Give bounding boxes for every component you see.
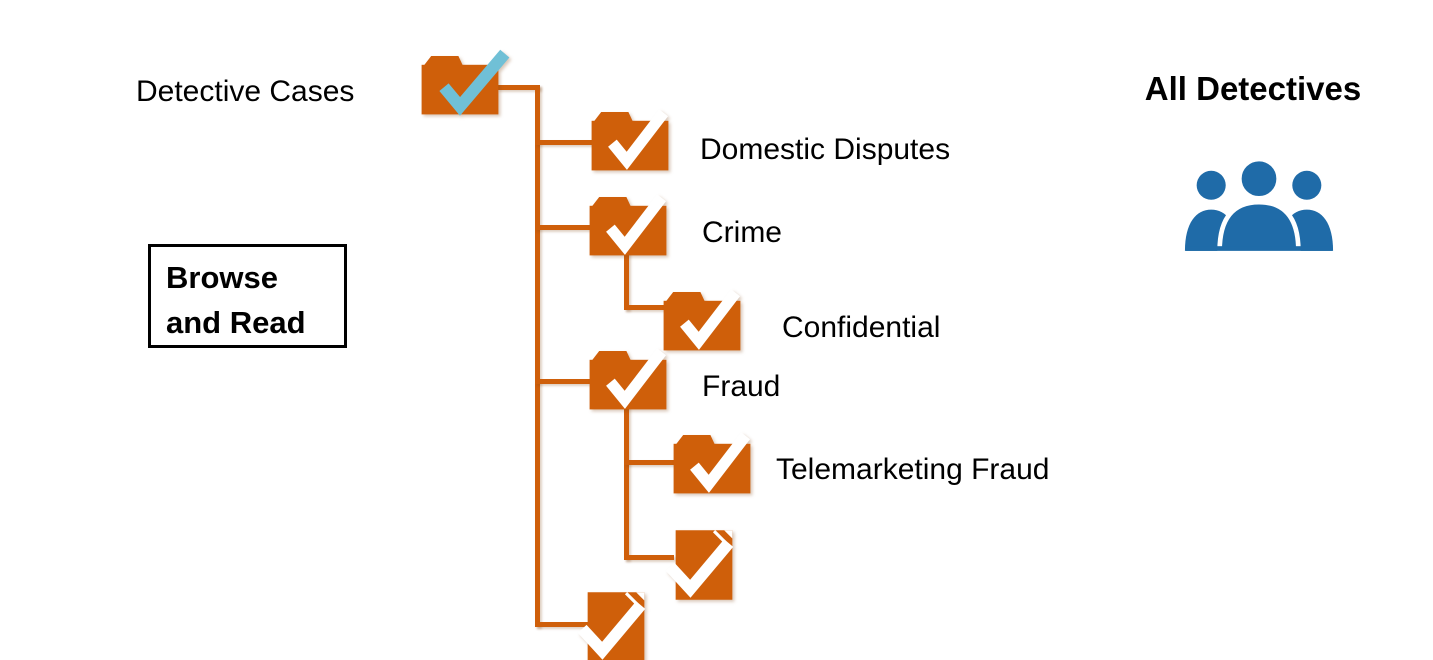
- document-check-icon: [665, 528, 736, 602]
- tree-node-label-fraud: Fraud: [702, 370, 781, 403]
- tree-node-label-detective-cases: Detective Cases: [136, 75, 355, 108]
- tree-node-label-confidential: Confidential: [782, 311, 941, 344]
- connector-line: [497, 85, 540, 90]
- folder-check-icon: [420, 49, 510, 116]
- connector-line: [624, 305, 664, 310]
- connector-line: [535, 85, 540, 627]
- connector-line: [624, 404, 629, 560]
- connector-line: [535, 140, 592, 145]
- folder-check-icon: [672, 431, 752, 495]
- tree-node-label-telemarketing-fraud: Telemarketing Fraud: [776, 453, 1050, 486]
- permission-box-line1: Browse: [166, 260, 278, 295]
- connector-line: [624, 555, 674, 560]
- audience-title: All Detectives: [1144, 70, 1362, 107]
- connector-line: [535, 622, 590, 627]
- folder-check-icon: [662, 288, 742, 352]
- connector-line: [535, 379, 590, 384]
- tree-node-label-domestic-disputes: Domestic Disputes: [700, 133, 951, 166]
- permission-box-line2: and Read: [166, 305, 306, 340]
- people-group-icon: [1184, 156, 1334, 254]
- permission-box: Browse and Read: [148, 244, 347, 348]
- folder-check-icon: [588, 193, 668, 257]
- connector-line: [624, 250, 629, 310]
- connector-line: [624, 460, 674, 465]
- document-check-icon: [577, 590, 648, 660]
- folder-check-icon: [590, 108, 670, 172]
- folder-check-icon: [588, 347, 668, 411]
- connector-line: [535, 225, 590, 230]
- tree-node-label-crime: Crime: [702, 216, 782, 249]
